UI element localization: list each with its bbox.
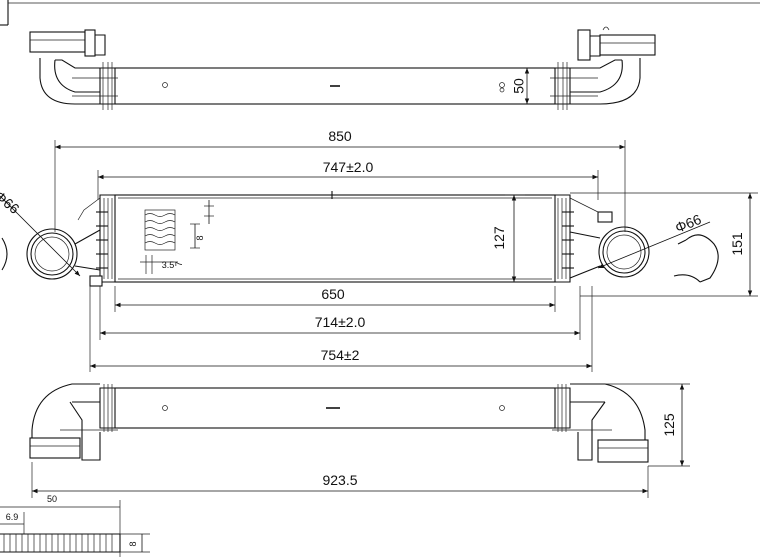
dim-pipe-right: Φ66 [673,211,704,236]
dim-pipe-left: Φ66 [0,187,23,217]
dim-total-height: 151 [729,232,745,256]
top-view [29,26,656,110]
dim-bottom-height: 125 [661,413,677,437]
dim-fin-small: 7 [174,261,184,266]
dim-core-max: 754±2 [321,347,360,363]
dim-detail-height: 8 [128,541,138,546]
dim-core-height: 127 [491,226,507,250]
frame-corner [0,0,760,26]
dim-core-outer: 747±2.0 [323,159,374,175]
fin-detail [0,500,150,557]
dim-core-mid: 714±2.0 [315,314,366,330]
front-view [0,140,758,372]
dim-detail-width: 50 [47,494,57,504]
bottom-view [29,383,690,498]
dim-overall-width: 850 [328,128,352,144]
dim-fin-height: 8 [195,235,205,240]
dim-core-width: 650 [321,286,345,302]
dim-detail-small: 6.9 [6,512,19,522]
dim-top-height: 50 [511,78,527,94]
dim-fin-pitch: 3.5 [162,260,175,270]
dim-bottom-length: 923.5 [322,472,357,488]
